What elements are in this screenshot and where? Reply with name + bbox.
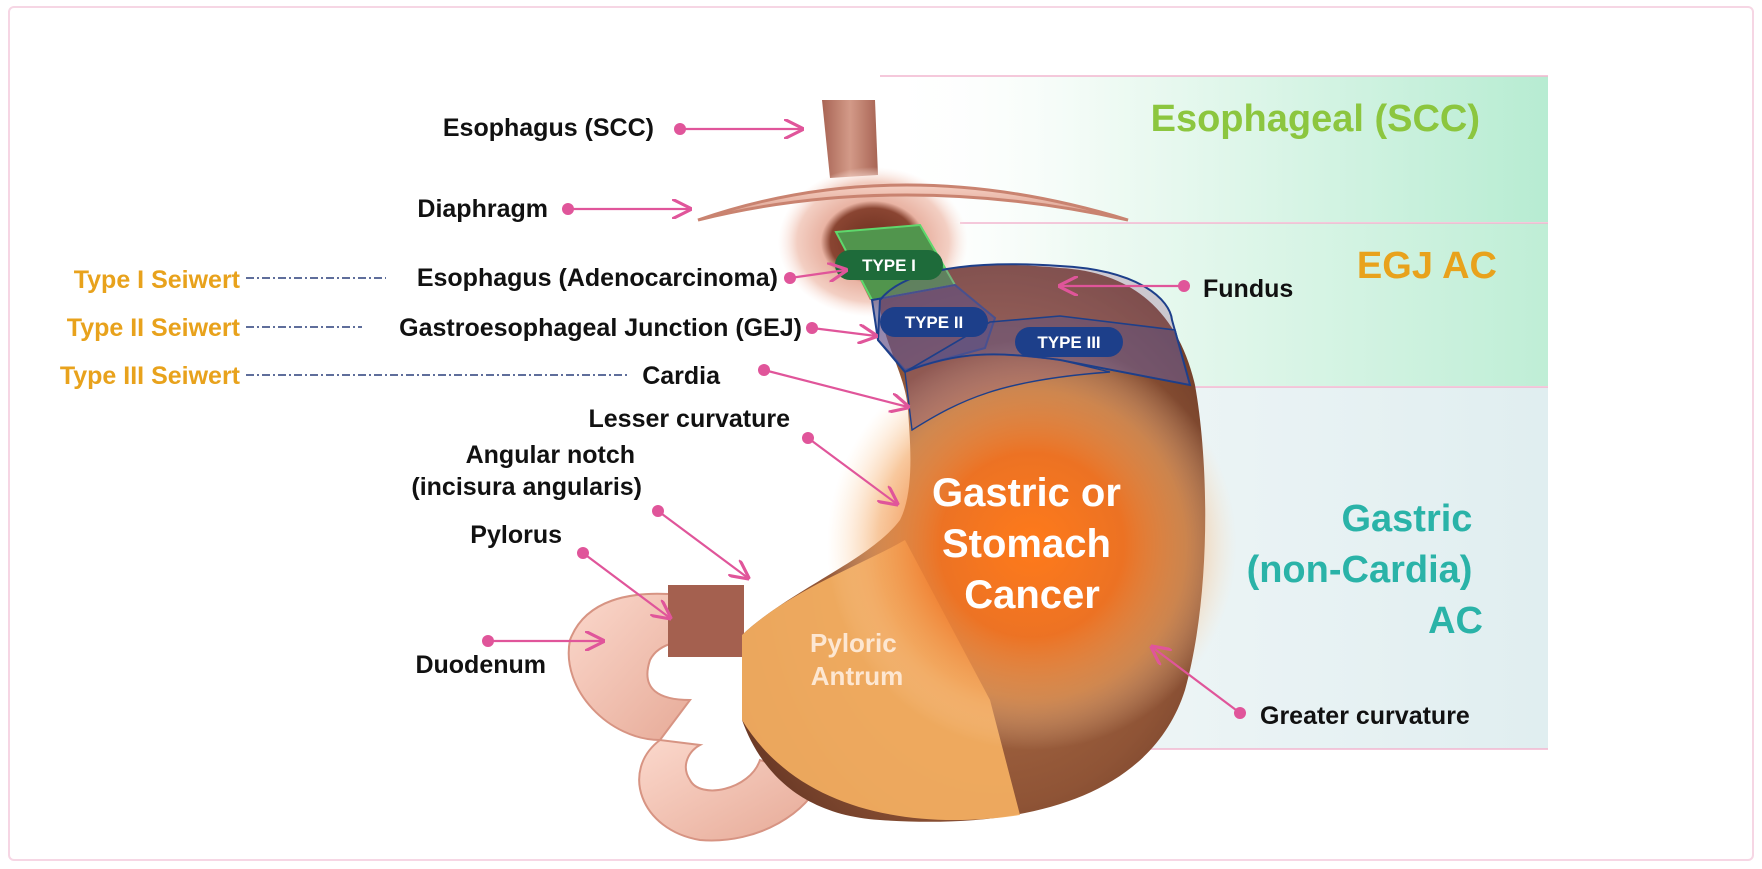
greater-curvature-label: Greater curvature (1260, 702, 1470, 730)
egj-region-label: EGJ AC (1357, 245, 1497, 287)
type-ii-pill-label: TYPE II (905, 313, 964, 332)
type-iii-pill-label: TYPE III (1037, 333, 1100, 352)
duodenum-label: Duodenum (415, 651, 546, 679)
gastric-line-2: (non-Cardia) (1247, 549, 1473, 591)
gej-arrow (812, 328, 876, 336)
diaphragm-dot (562, 203, 574, 215)
greater-curvature-dot (1234, 707, 1246, 719)
gej-dot (806, 322, 818, 334)
cancer-line-2: Stomach (942, 522, 1111, 566)
type-i-pill: TYPE I (835, 250, 943, 280)
type-iii-pill: TYPE III (1015, 327, 1123, 357)
type-i-pill-label: TYPE I (862, 256, 916, 275)
esophagus-scc-dot (674, 123, 686, 135)
esophagus-adeno-dot (784, 272, 796, 284)
cancer-line-1: Gastric or (932, 471, 1121, 515)
esophagus-tube (822, 100, 878, 178)
angular-notch-dot (652, 505, 664, 517)
fundus-dot (1178, 280, 1190, 292)
esophagus-adeno-label: Esophagus (Adenocarcinoma) (417, 264, 778, 292)
lesser-curvature-dot (802, 432, 814, 444)
angular-notch-label: Angular notch (incisura angularis) (411, 441, 642, 501)
pylorus-label: Pylorus (470, 521, 562, 549)
pylorus-ring (668, 585, 744, 657)
seiwert-type-i-label: Type I Seiwert (74, 266, 241, 294)
esophageal-region-label: Esophageal (SCC) (1151, 98, 1480, 140)
cancer-line-3: Cancer (964, 573, 1100, 617)
diaphragm-label: Diaphragm (417, 195, 548, 223)
duodenum-dot (482, 635, 494, 647)
seiwert-type-ii-label: Type II Seiwert (67, 314, 241, 342)
lesser-curvature-label: Lesser curvature (588, 405, 790, 433)
type-ii-pill: TYPE II (880, 307, 988, 337)
gastric-line-3: AC (1428, 600, 1483, 642)
angular-notch-arrow (658, 511, 748, 578)
cardia-dot (758, 364, 770, 376)
antrum-line-1: Pyloric (810, 628, 897, 658)
cardia-label: Cardia (642, 362, 721, 390)
pylorus-dot (577, 547, 589, 559)
angular-notch-line-2: (incisura angularis) (411, 473, 642, 501)
gej-label: Gastroesophageal Junction (GEJ) (399, 314, 802, 342)
esophagus-scc-label: Esophagus (SCC) (443, 114, 654, 142)
fundus-label: Fundus (1203, 275, 1293, 303)
gastric-line-1: Gastric (1341, 498, 1472, 540)
angular-notch-line-1: Angular notch (466, 441, 635, 469)
antrum-line-2: Antrum (811, 661, 903, 691)
seiwert-type-iii-label: Type III Seiwert (60, 362, 241, 390)
